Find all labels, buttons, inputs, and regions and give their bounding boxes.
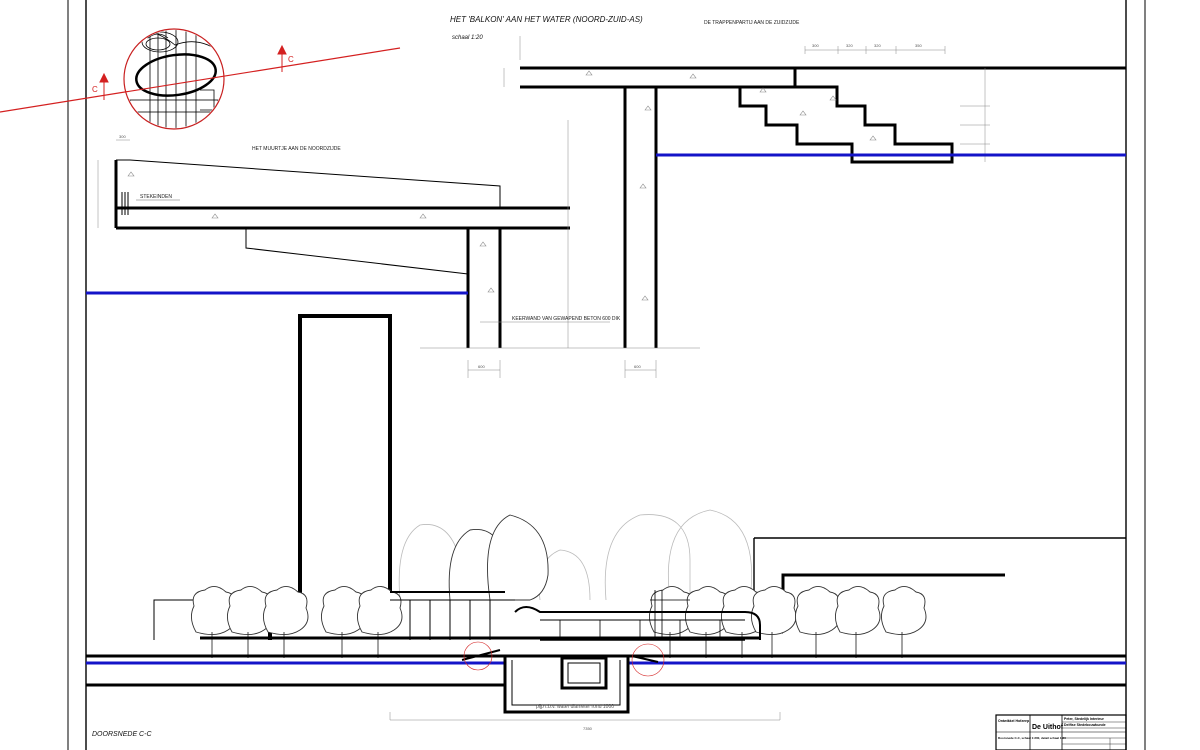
foreground-trees	[191, 514, 927, 659]
north-wall-detail	[97, 120, 700, 378]
culvert	[389, 649, 781, 721]
drawing-title: HET 'BALKON' AAN HET WATER (NOORD-ZUID-A…	[450, 15, 643, 24]
title-block	[995, 714, 1127, 750]
key-plan	[123, 28, 225, 130]
sheet-frame	[67, 0, 1146, 750]
wall-dim-top: 300	[119, 134, 126, 139]
title-block-project: De Uithof	[1032, 724, 1064, 731]
stair-dim-4: 350	[915, 43, 922, 48]
stairs-label: DE TRAPPENPARTIJ AAN DE ZUIDZIJDE	[704, 20, 800, 26]
title-block-owner: Ontwikkel Hofzeep	[998, 719, 1029, 723]
title-block-line-2: Delftse Stedebouwkunde	[1064, 723, 1106, 727]
detail-markers	[463, 641, 665, 677]
stair-dim-3: 320	[874, 43, 881, 48]
pipe-label: pijp t.b.v. water diameter rond 1000	[536, 704, 614, 710]
stairs-detail	[503, 36, 1126, 348]
section-marker-right: C	[288, 55, 294, 64]
section-marker-left: C	[92, 85, 98, 94]
stair-dim-2: 320	[846, 43, 853, 48]
background-trees	[398, 509, 753, 601]
wall-dim-left: 600	[478, 364, 485, 369]
section-cut-line	[0, 44, 401, 113]
wall-label: HET MUURTJE AAN DE NOORDZIJDE	[252, 146, 341, 152]
balcony-structure	[200, 590, 761, 641]
drawing-scale: schaal 1:20	[452, 35, 483, 41]
ground-lines	[86, 654, 1126, 687]
title-block-subtitle: Doorsnede C-C, schaal 1:200, detail scha…	[998, 736, 1066, 740]
section-label: DOORSNEDE C-C	[92, 731, 152, 738]
wall-dim-right: 600	[634, 364, 641, 369]
title-block-line-1: Peter, Stedelijk Interieur	[1064, 717, 1105, 721]
stair-dim-1: 300	[812, 43, 819, 48]
retaining-wall-label: KEERWAND VAN GEWAPEND BETON 600 DIK	[512, 316, 621, 322]
overall-dimension: 7350	[583, 726, 593, 731]
sticks-label: STEKEINDEN	[140, 194, 172, 200]
